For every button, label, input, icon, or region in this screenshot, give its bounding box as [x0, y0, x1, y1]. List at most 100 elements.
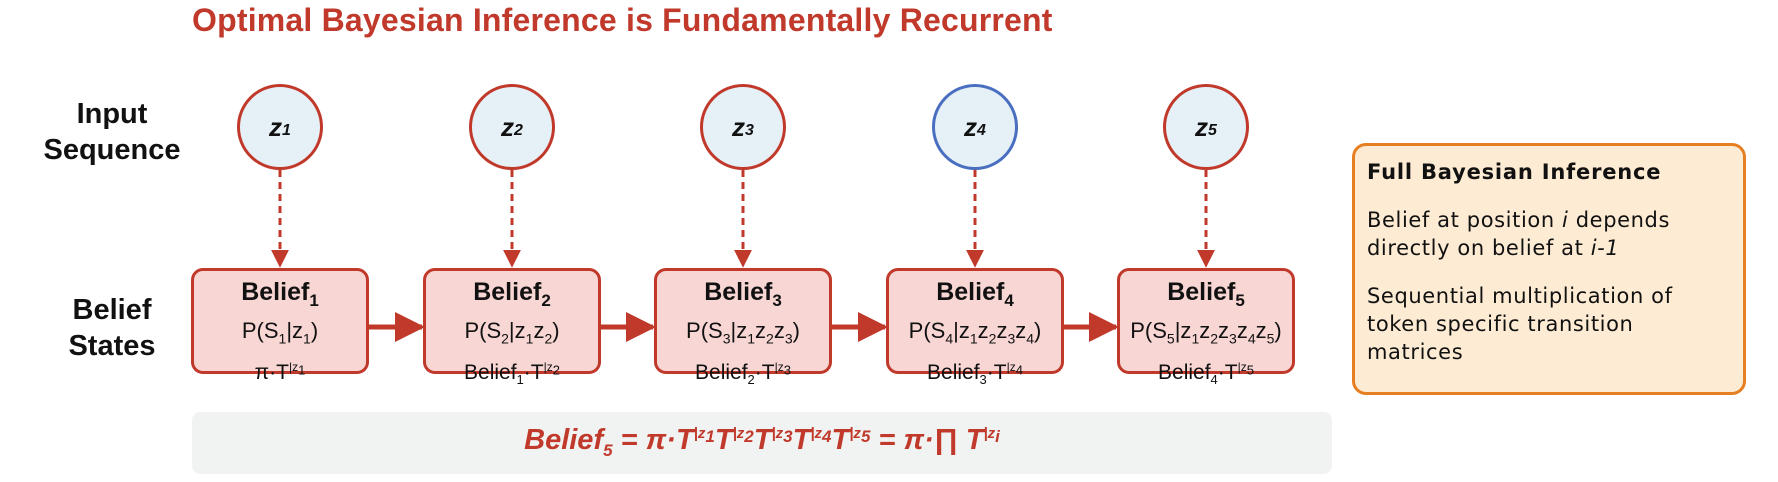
row-label-input-line1: Input — [76, 98, 148, 130]
belief-probability: P(S2|z1z2) — [464, 318, 560, 347]
formula-term-sup-sub: 2 — [744, 427, 754, 447]
info-p1-pre: Belief at position — [1367, 208, 1563, 232]
belief-given-sub: 3 — [1229, 330, 1237, 347]
formula-rhs-sup-sub: i — [995, 427, 1000, 447]
belief-formula-sup: |z — [288, 360, 299, 375]
belief-title-sub: 5 — [1235, 291, 1245, 310]
info-p1-i: i — [1562, 208, 1569, 232]
input-node-symbol: z — [501, 111, 515, 142]
belief-probability: P(S5|z1z2z3z4z5) — [1130, 318, 1282, 347]
belief-formula-sup-sub: 4 — [1015, 362, 1023, 378]
belief-title: Belief4 — [889, 278, 1061, 315]
belief-prob-post: ) — [310, 318, 319, 343]
input-node-symbol: z — [964, 111, 978, 142]
belief-formula-prev-sub: 1 — [516, 372, 524, 388]
formula-term-sup-sub: 1 — [705, 427, 715, 447]
row-label-belief-line1: Belief — [72, 294, 152, 326]
belief-formula: π·T|z1 — [194, 353, 366, 387]
belief-formula-prev-sub: 2 — [747, 372, 755, 388]
formula-term-t: T — [792, 424, 811, 456]
belief-prob-post: ) — [552, 318, 560, 343]
belief-given-sub: 2 — [988, 330, 997, 347]
belief-title-text: Belief — [936, 278, 1005, 306]
belief-given-sub: 1 — [969, 330, 978, 347]
belief-title: Belief5 — [1120, 278, 1292, 315]
row-label-belief: Belief States — [30, 292, 194, 364]
belief-title: Belief1 — [194, 278, 366, 315]
belief-given-sub: 4 — [1026, 330, 1035, 347]
formula-term-t: T — [714, 424, 733, 456]
belief-given-sub: 2 — [1210, 330, 1219, 347]
belief-prob-pre: P(S — [241, 318, 279, 343]
formula-lhs-sub: 5 — [603, 440, 613, 460]
formula-term-sup: |z — [771, 425, 784, 443]
belief-given-sub: 3 — [1007, 330, 1016, 347]
belief-title-sub: 1 — [309, 291, 319, 310]
belief-prob-mid: |z — [953, 318, 970, 343]
belief-formula-sup-sub: 5 — [1246, 362, 1254, 378]
belief-prob-sub: 5 — [1166, 330, 1175, 347]
belief-prob-sub: 4 — [945, 330, 954, 347]
formula-term-sup: |z — [849, 425, 861, 443]
input-node-sub: 1 — [282, 122, 291, 139]
info-paragraph-2: Sequential multiplication of token speci… — [1367, 284, 1673, 364]
info-paragraph-1: Belief at position i depends directly on… — [1367, 206, 1731, 262]
belief-title-sub: 3 — [772, 291, 782, 310]
input-node-sub: 4 — [977, 122, 986, 139]
formula-term-sup: |z — [693, 425, 706, 443]
input-node-symbol: z — [1195, 111, 1209, 142]
belief-formula-prev: Belief — [695, 361, 748, 385]
input-node-symbol: z — [732, 111, 746, 142]
belief-prob-pre: P(S — [686, 318, 723, 343]
belief-formula: Belief3·T|z4 — [927, 360, 1023, 388]
belief-prob-sub: 1 — [278, 330, 287, 347]
belief-given-sub: 4 — [1247, 330, 1256, 347]
formula-term-t: T — [831, 424, 850, 456]
belief-prob-sub: 2 — [501, 330, 509, 347]
belief-title: Belief3 — [657, 278, 829, 315]
belief-title-sub: 2 — [541, 291, 551, 310]
belief-given-sub: 5 — [1266, 330, 1275, 347]
belief-formula: Belief4·T|z5 — [1158, 360, 1254, 388]
belief-given-sub: 2 — [766, 330, 774, 347]
page-title: Optimal Bayesian Inference is Fundamenta… — [192, 2, 1053, 38]
row-label-input: Input Sequence — [30, 96, 194, 168]
formula-term-sup-sub: 5 — [860, 427, 871, 447]
belief-prob-mid: |z — [1174, 318, 1192, 343]
belief-prob-post: ) — [1274, 318, 1282, 343]
formula-lhs: Belief — [524, 424, 604, 456]
formula-term-sup-sub: 3 — [783, 427, 793, 447]
formula-rhs-t: T — [965, 424, 984, 456]
formula-product-symbol: ∏ — [933, 424, 958, 456]
belief-prob-pre: P(S — [908, 318, 946, 343]
input-node-sub: 5 — [1208, 122, 1217, 139]
belief-title-text: Belief — [473, 278, 542, 306]
input-node-sub: 3 — [745, 122, 754, 139]
belief-formula-sup-sub: 3 — [783, 362, 791, 378]
belief-formula-prev: Belief — [464, 361, 517, 385]
recurrence-formula: Belief5 = π·T|z1T|z2T|z3T|z4T|z5 = π·∏ T… — [192, 424, 1332, 461]
belief-formula-prev: π·T — [254, 361, 289, 385]
info-p1-mid: depends directly on belief at — [1367, 208, 1671, 260]
belief-given-sub: 1 — [1191, 330, 1200, 347]
row-label-input-line2: Sequence — [43, 134, 181, 166]
belief-title-text: Belief — [241, 278, 310, 306]
formula-eq-2: = — [870, 424, 904, 456]
belief-prob-pre: P(S — [464, 318, 502, 343]
belief-formula-sup: |z — [774, 360, 784, 375]
belief-prob-mid: |z — [286, 318, 304, 343]
belief-title-sub: 4 — [1004, 291, 1014, 310]
formula-term-t: T — [753, 424, 772, 456]
belief-formula-sup: |z — [543, 360, 553, 375]
belief-given-sub: 1 — [303, 330, 311, 347]
formula-pi: π· — [645, 424, 676, 456]
formula-rhs-pi: π· — [903, 424, 934, 456]
row-label-belief-line2: States — [68, 330, 156, 362]
info-card: Full Bayesian Inference Belief at positi… — [1352, 143, 1746, 395]
